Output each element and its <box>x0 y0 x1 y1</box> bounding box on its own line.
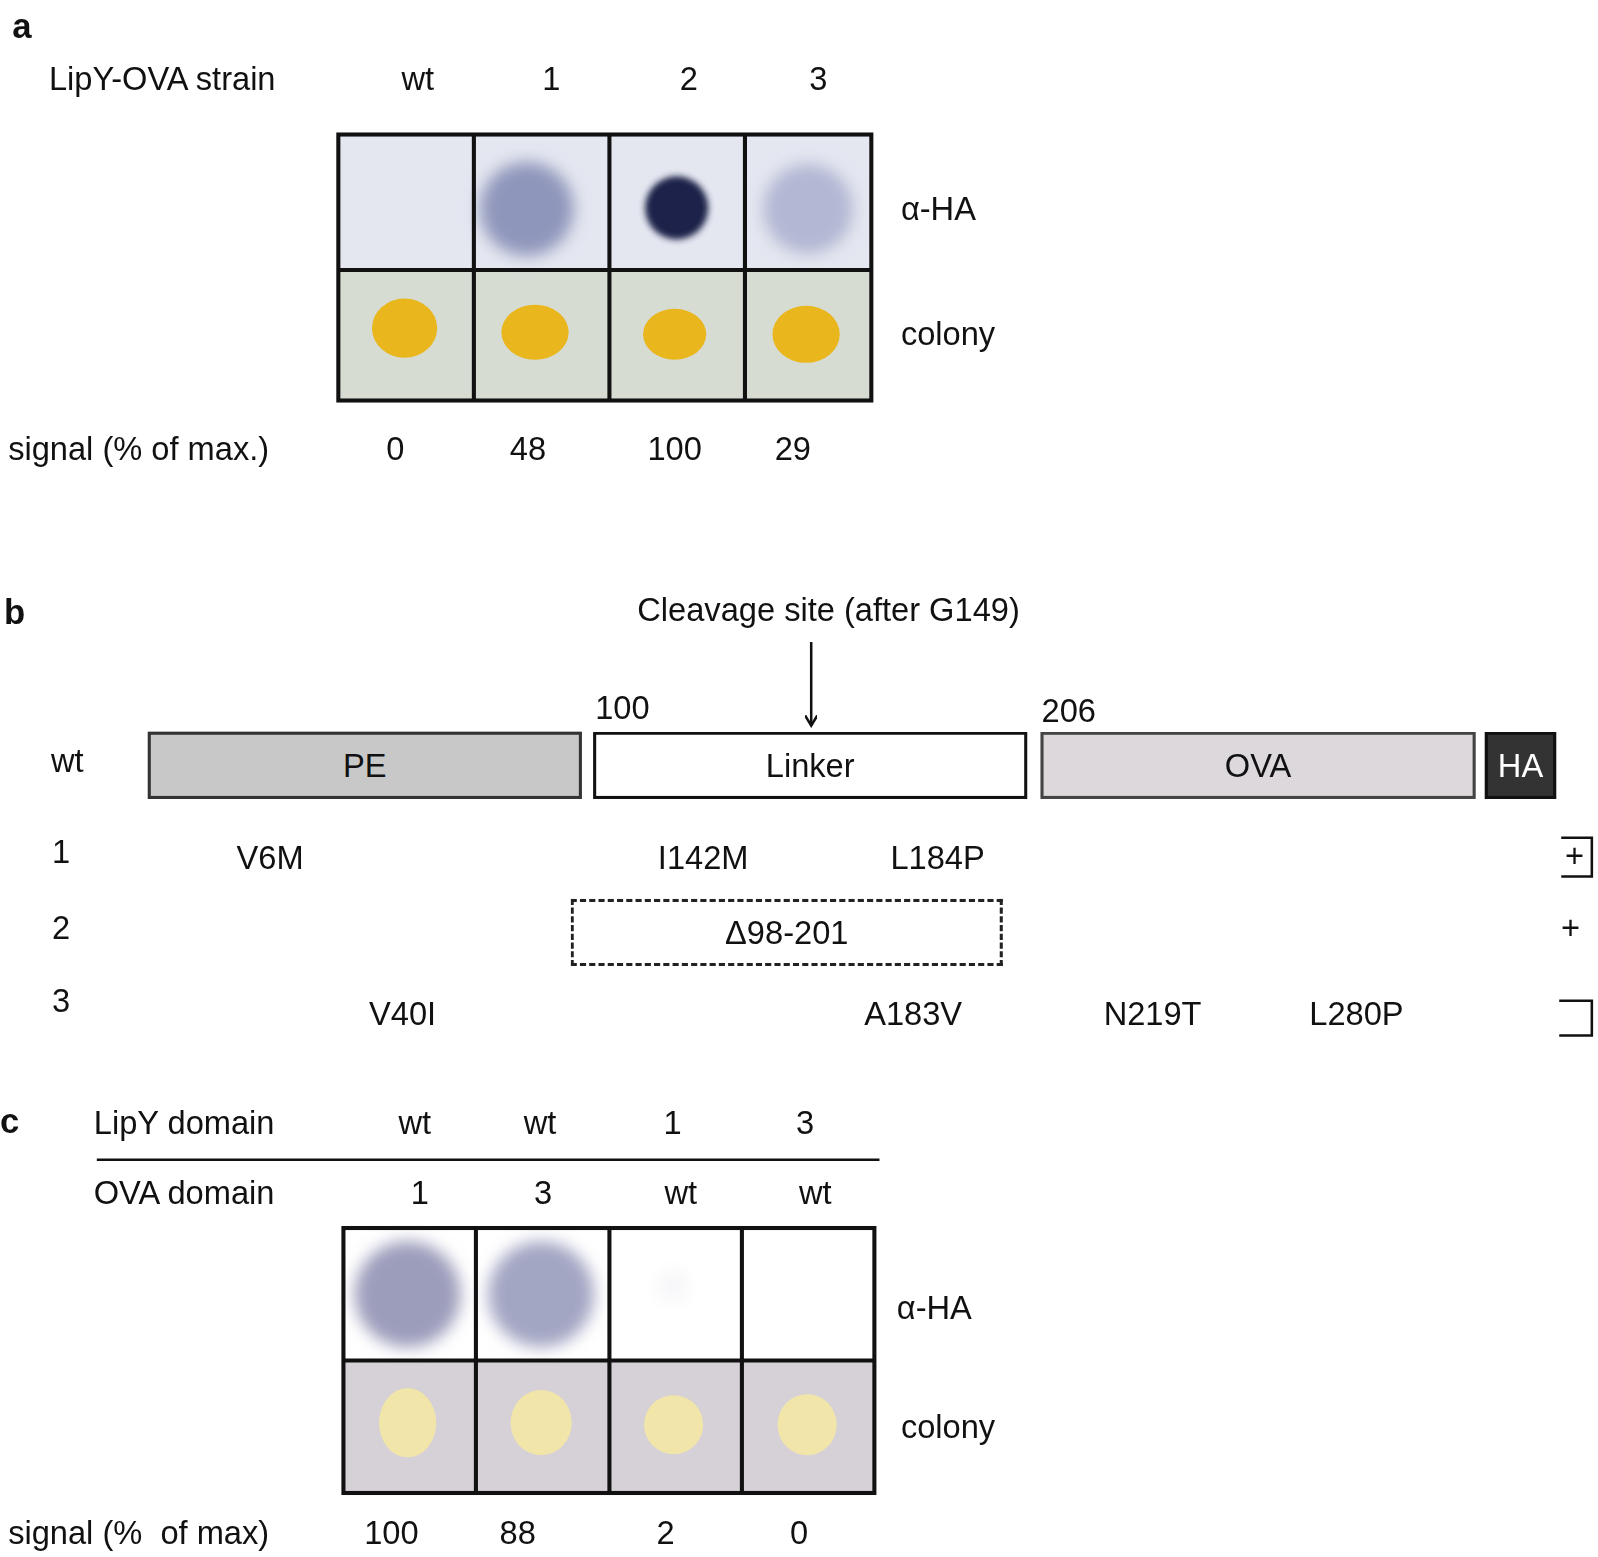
mutation-label: N219T <box>1104 998 1202 1031</box>
row-label: α-HA <box>897 1291 972 1324</box>
domain-label: 1 <box>411 1176 429 1209</box>
pe-domain-box: PE <box>148 732 582 799</box>
annotation: Cleavage site (after G149) <box>637 593 1019 626</box>
signal-value: 0 <box>790 1516 808 1549</box>
position-number: 100 <box>595 692 649 725</box>
cleavage-arrow <box>810 642 813 726</box>
position-number: 206 <box>1042 694 1096 727</box>
construct-label: wt <box>51 745 84 778</box>
ova-domain-box: OVA <box>1041 732 1476 799</box>
signal-value: 0 <box>386 432 404 465</box>
construct-label: 1 <box>52 836 70 869</box>
signal-value: 100 <box>647 432 701 465</box>
mutation-label: L184P <box>890 842 984 875</box>
construct-label: 2 <box>52 911 70 944</box>
mutation-label: V40I <box>369 998 436 1031</box>
node-label: PE <box>343 749 387 782</box>
domain-label: wt <box>664 1176 697 1209</box>
mutation-label: I142M <box>658 842 749 875</box>
header-rule <box>97 1158 880 1161</box>
row-label: colony <box>901 318 995 351</box>
row-label: colony <box>901 1410 995 1443</box>
domain-label: 1 <box>664 1107 682 1140</box>
panel-letter: a <box>12 8 31 43</box>
node-label: OVA <box>1225 749 1291 782</box>
strain-label: 3 <box>809 62 827 95</box>
domain-label: wt <box>799 1176 832 1209</box>
bracket <box>1559 1001 1592 1036</box>
domain-label: 3 <box>796 1107 814 1140</box>
row-header: signal (% of max) <box>8 1516 269 1549</box>
row-header: LipY domain <box>94 1107 275 1140</box>
signal-value: 2 <box>656 1516 674 1549</box>
node-label: Linker <box>766 749 855 782</box>
linker-box: Linker <box>593 732 1027 799</box>
panel-letter: c <box>0 1104 19 1139</box>
domain-label: 3 <box>534 1176 552 1209</box>
bracket <box>1561 838 1592 877</box>
result-mark: + <box>1561 911 1580 944</box>
strain-label: 1 <box>542 62 560 95</box>
strain-label: 2 <box>680 62 698 95</box>
panel-letter: b <box>4 594 25 629</box>
signal-value: 88 <box>500 1516 536 1549</box>
node-label: Δ98-201 <box>725 916 848 949</box>
dot-blot-a <box>338 135 871 401</box>
mutation-label: V6M <box>237 842 304 875</box>
row-header: signal (% of max.) <box>8 432 269 465</box>
domain-label: wt <box>524 1107 557 1140</box>
mutation-label: A183V <box>864 998 962 1031</box>
dot-blot-c <box>343 1228 874 1493</box>
construct-label: 3 <box>52 984 70 1017</box>
row-header: OVA domain <box>94 1176 275 1209</box>
result-mark: + <box>1565 840 1584 873</box>
domain-label: wt <box>398 1107 431 1140</box>
signal-value: 29 <box>775 432 811 465</box>
mutation-label: L280P <box>1309 998 1403 1031</box>
row-label: α-HA <box>901 193 976 226</box>
signal-value: 48 <box>510 432 546 465</box>
node-label: HA <box>1498 749 1543 782</box>
row-header: LipY-OVA strain <box>49 62 276 95</box>
deletion-box: Δ98-201 <box>571 899 1003 966</box>
ha-tag-box: HA <box>1485 732 1556 799</box>
signal-value: 100 <box>364 1516 418 1549</box>
strain-label: wt <box>402 62 435 95</box>
